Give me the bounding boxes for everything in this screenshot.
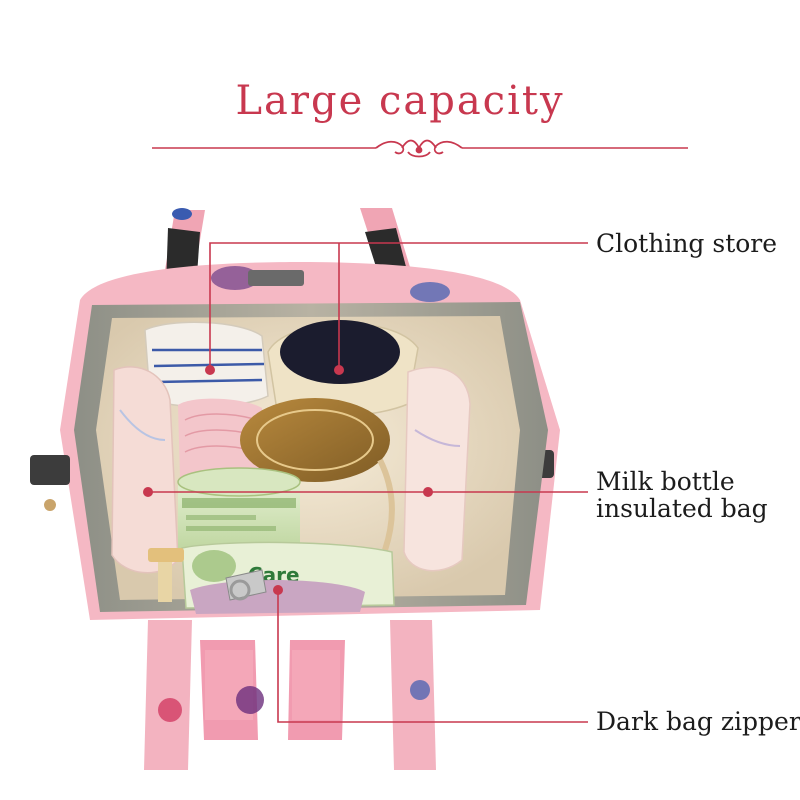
title-ornament-divider (152, 139, 688, 158)
callout-label-text: Dark bag zipper (596, 707, 800, 736)
baby-towel-right (403, 366, 471, 572)
side-buckle (30, 455, 70, 485)
pink-blanket (178, 398, 262, 478)
bottle-container-lid (240, 398, 390, 482)
flourish-ornament-icon (375, 139, 463, 158)
insulated-bag-rim (377, 458, 395, 551)
callout-label-text: Clothing store (596, 229, 778, 258)
baby-towel-left (111, 366, 179, 574)
callout-milk-bottle-bag: Milk bottle insulated bag (596, 468, 768, 522)
callout-line-zipper (277, 590, 588, 723)
callout-label-line: Milk bottle (596, 467, 735, 496)
bag-contents: Care (111, 320, 471, 614)
callout-lines (143, 242, 588, 723)
bag-photo: Care (30, 208, 588, 770)
callout-dark-bag-zipper: Dark bag zipper (596, 708, 800, 735)
callout-line-clothing (209, 242, 588, 370)
callout-dot (205, 365, 215, 375)
callout-dot (273, 585, 283, 595)
callout-clothing-store: Clothing store (596, 230, 777, 257)
brand-label-patch (248, 270, 304, 286)
callout-dot (423, 487, 433, 497)
dark-garment (280, 320, 400, 384)
callout-dot (334, 365, 344, 375)
callout-dot (143, 487, 153, 497)
mascot-logo (192, 550, 236, 582)
bag-strap (144, 620, 436, 770)
cream-jar (177, 467, 301, 557)
page-title: Large capacity (235, 78, 565, 124)
callout-label-line: insulated bag (596, 494, 768, 523)
key-clip (148, 548, 267, 602)
